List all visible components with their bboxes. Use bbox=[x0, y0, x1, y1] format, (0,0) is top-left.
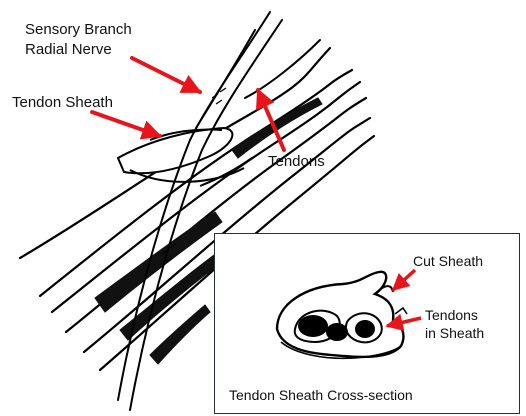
label-tendons-in-sheath-line1: Tendons bbox=[425, 306, 478, 324]
label-sensory-branch: Sensory Branch bbox=[25, 20, 132, 39]
arrow-cut-sheath bbox=[393, 270, 415, 290]
tendon-cross-section-2 bbox=[326, 323, 348, 341]
cross-section-inset: Cut Sheath Tendons in Sheath Tendon Shea… bbox=[214, 233, 520, 414]
label-tendons-in-sheath-line2: in Sheath bbox=[425, 324, 484, 342]
tendon-cross-section-3 bbox=[355, 320, 375, 338]
label-cut-sheath: Cut Sheath bbox=[413, 252, 483, 270]
label-tendon-sheath: Tendon Sheath bbox=[12, 93, 113, 112]
label-tendons: Tendons bbox=[268, 152, 325, 171]
tendon-sheath-drawing bbox=[118, 128, 252, 186]
tendon-cross-section-1 bbox=[298, 315, 328, 337]
inset-caption: Tendon Sheath Cross-section bbox=[229, 386, 413, 404]
arrow-tendon-sheath bbox=[92, 112, 160, 136]
label-radial-nerve: Radial Nerve bbox=[25, 40, 112, 59]
arrow-sensory-branch bbox=[132, 58, 200, 92]
